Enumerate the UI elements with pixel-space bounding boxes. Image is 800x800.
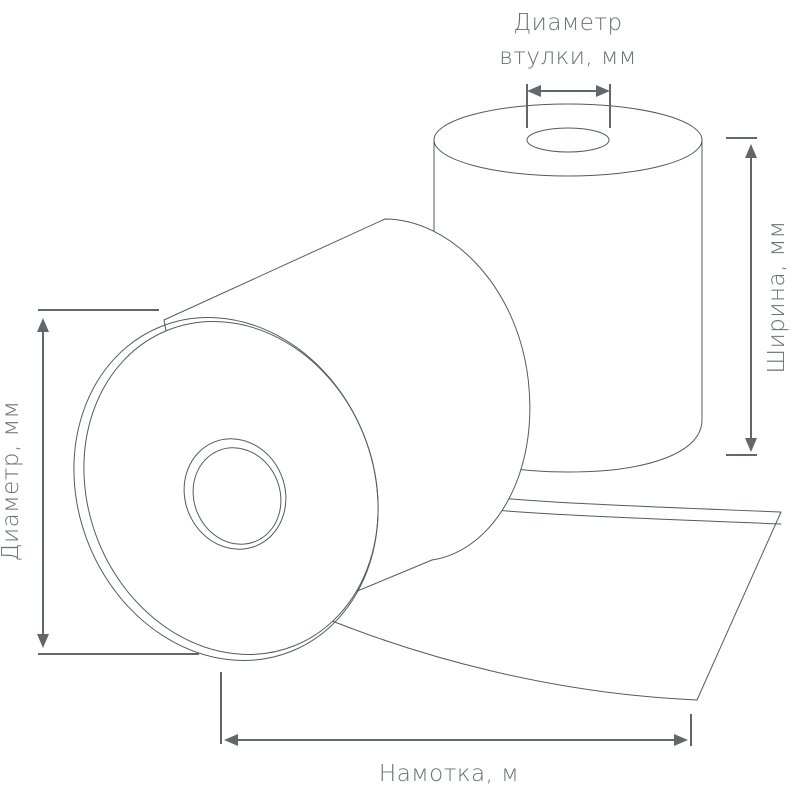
winding-length-dimension: Намотка, м [220,672,692,787]
front-roll-paper-edge [73,317,379,661]
width-dimension: Ширина, мм [726,137,790,456]
winding-length-label: Намотка, м [379,761,519,787]
core-diameter-label-line1: Диаметр [513,10,622,36]
width-arrow-top [745,144,757,158]
core-diameter-arrow-right [596,85,610,97]
roll-diameter-arrow-bottom [37,634,49,648]
core-diameter-label-line2: втулки, мм [499,44,637,70]
roll-diameter-arrow-top [37,318,49,332]
width-label: Ширина, мм [764,221,790,374]
winding-arrow-left [224,734,238,746]
core-diameter-dimension: Диаметр втулки, мм [499,10,637,128]
back-roll-core-hole [526,127,610,153]
front-roll-group [73,218,531,661]
width-arrow-bottom [745,438,757,452]
roll-diameter-dimension: Диаметр, мм [0,309,199,655]
winding-arrow-right [674,734,688,746]
front-roll-core-inner [192,447,282,545]
core-diameter-arrow-left [527,85,541,97]
roll-diameter-label: Диаметр, мм [0,401,24,562]
